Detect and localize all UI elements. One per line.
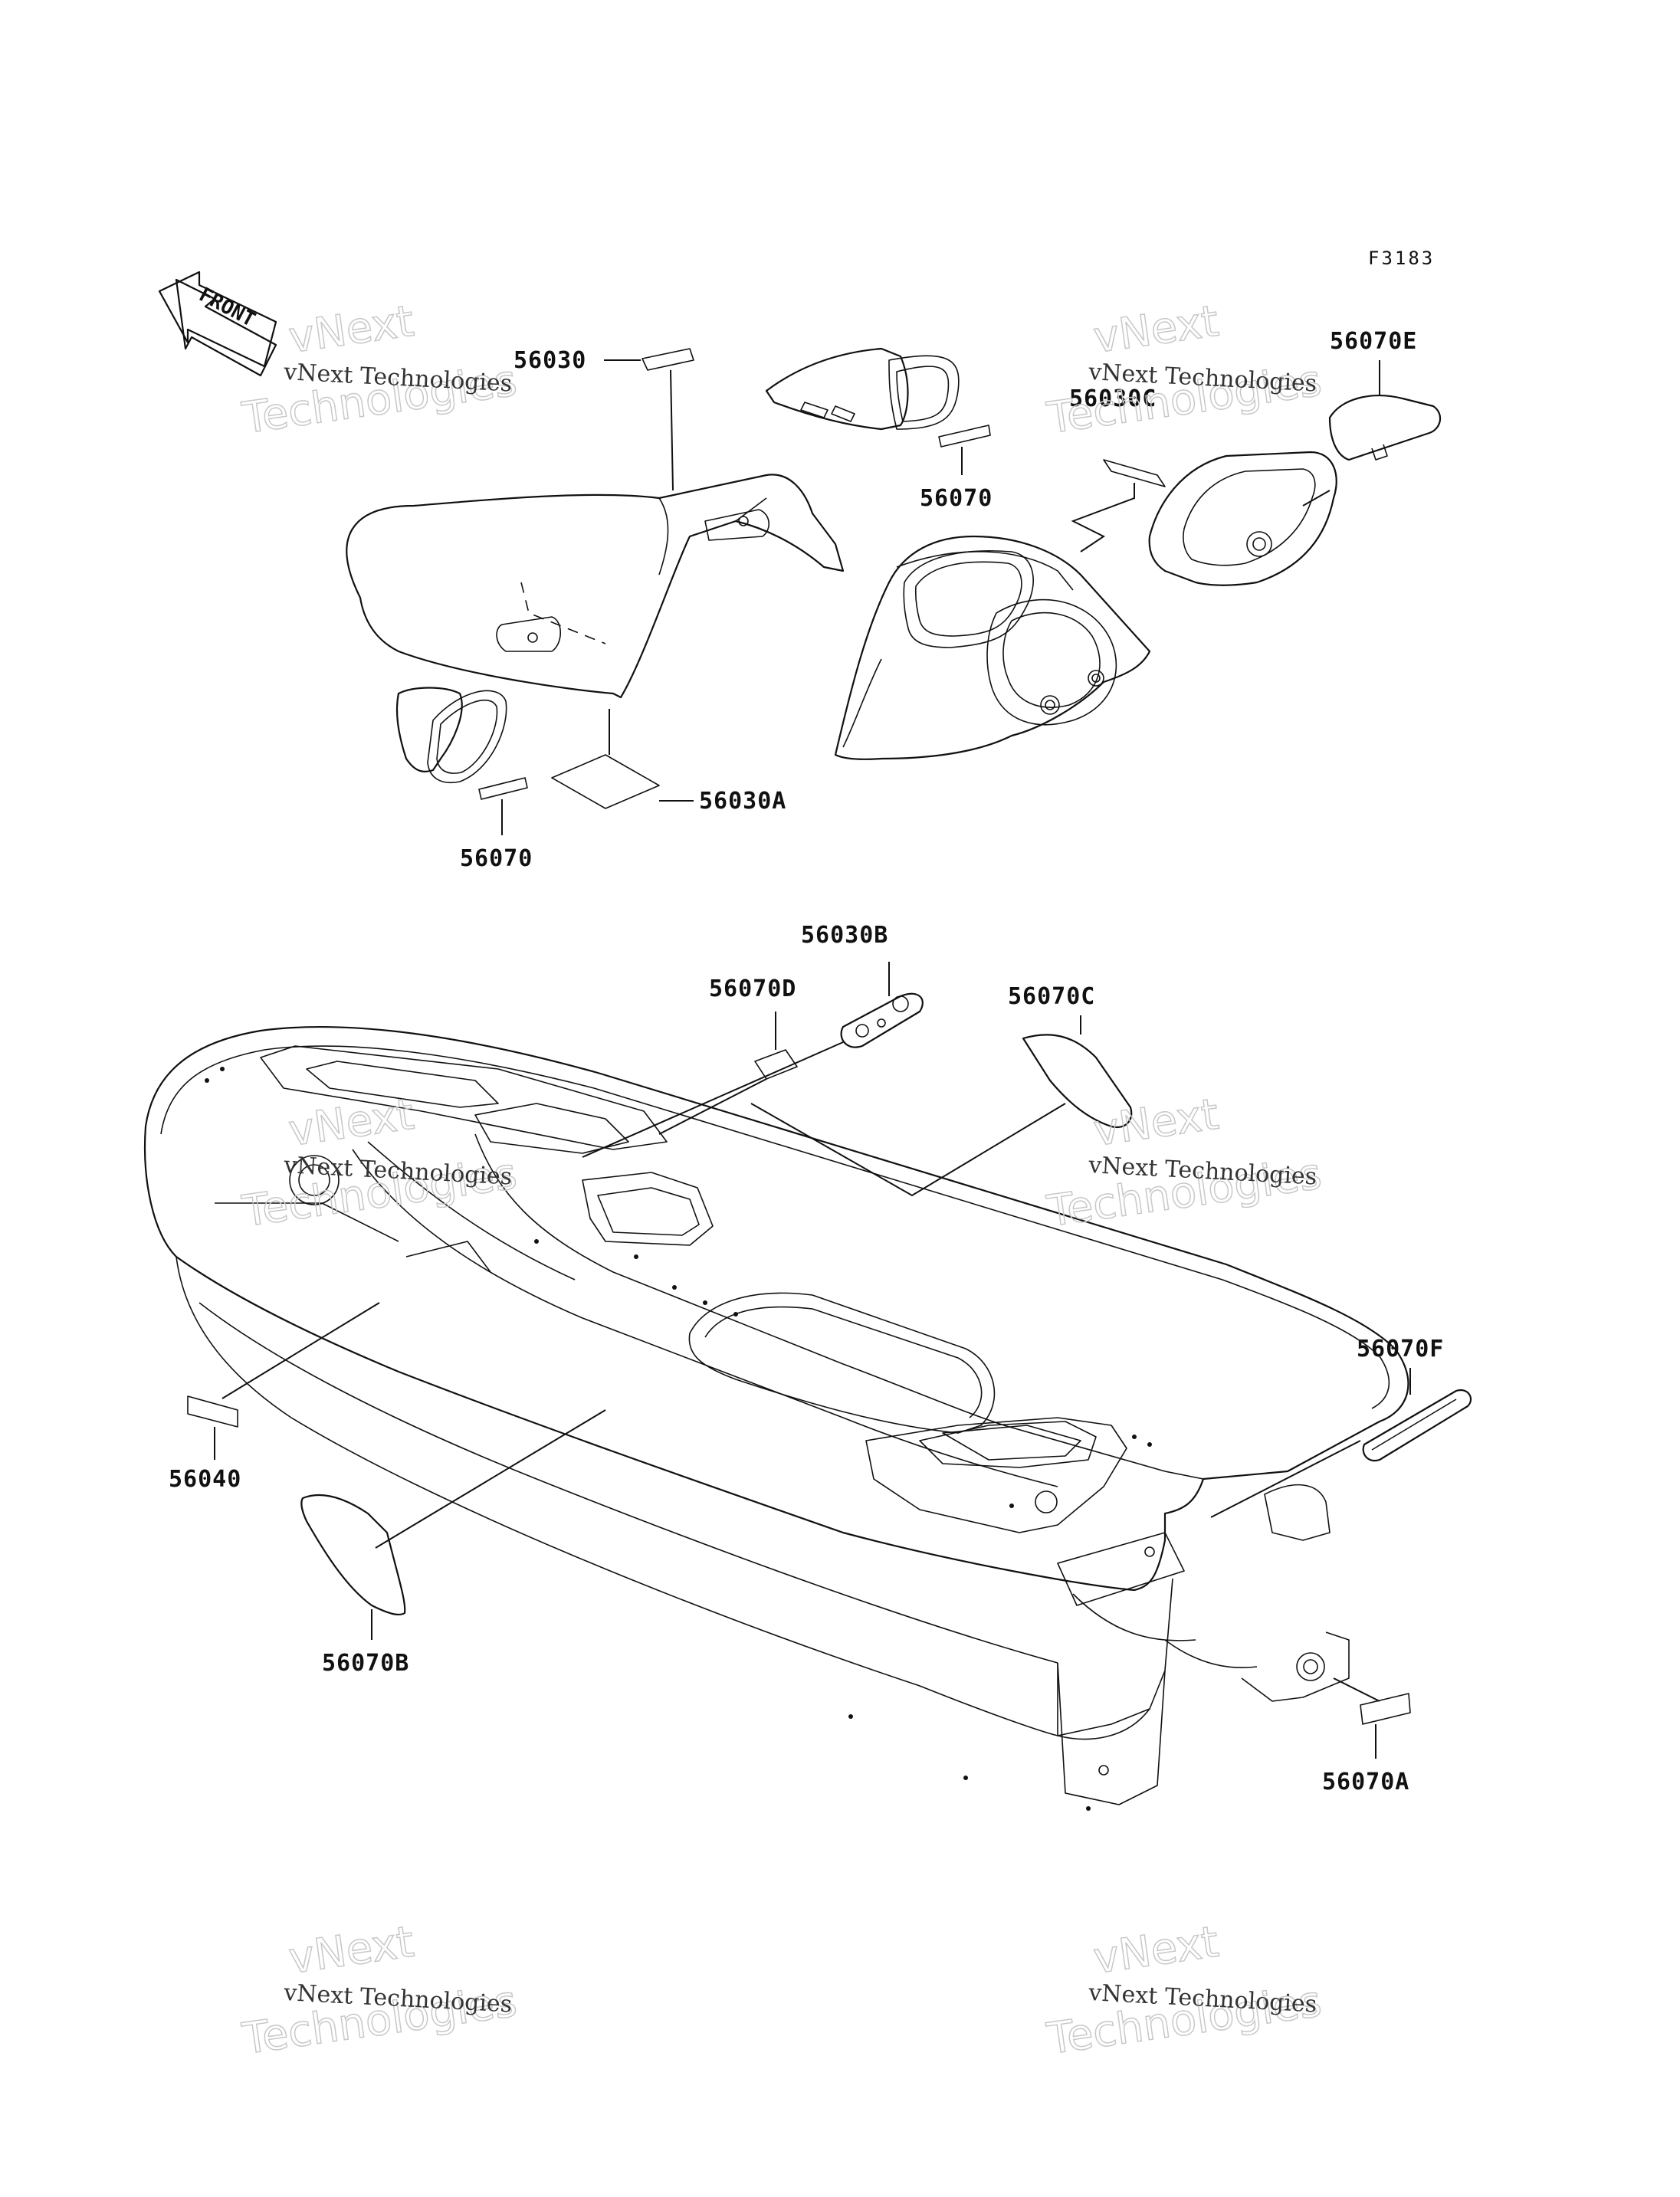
decal-56070B bbox=[300, 1494, 406, 1616]
watermark-6: vNext Technologies vNext Technologies bbox=[1043, 1917, 1325, 2065]
front-arrow-icon: FRONT bbox=[158, 271, 277, 377]
mirror-left bbox=[395, 687, 507, 783]
svg-text:vNext: vNext bbox=[1091, 1090, 1222, 1156]
watermark-2: vNext Technologies vNext Technologies bbox=[1043, 296, 1325, 444]
decal-56070D bbox=[754, 1049, 798, 1080]
label-56070B: 56070B bbox=[322, 1650, 409, 1677]
label-56070A: 56070A bbox=[1322, 1769, 1409, 1795]
engine-hood bbox=[346, 474, 845, 699]
hull bbox=[143, 1026, 1409, 1811]
storage-tray bbox=[1148, 451, 1337, 586]
label-56070-left: 56070 bbox=[460, 845, 533, 872]
label-56040: 56040 bbox=[169, 1466, 241, 1493]
label-56070-top: 56070 bbox=[920, 485, 993, 512]
decal-56070F bbox=[1362, 1389, 1472, 1462]
label-56070D: 56070D bbox=[709, 976, 796, 1002]
svg-text:vNext: vNext bbox=[1091, 1917, 1222, 1984]
watermark-1: vNext Technologies vNext Technologies bbox=[238, 296, 520, 444]
decal-56070-top bbox=[938, 425, 991, 448]
label-56030B: 56030B bbox=[801, 922, 888, 949]
decal-56040 bbox=[187, 1395, 238, 1428]
label-56030A: 56030A bbox=[699, 788, 786, 815]
decal-56070A bbox=[1360, 1693, 1411, 1725]
label-56070E: 56070E bbox=[1330, 328, 1417, 355]
decal-56030A bbox=[551, 754, 660, 809]
decal-56030B bbox=[840, 992, 924, 1048]
svg-text:vNext: vNext bbox=[1091, 297, 1222, 363]
label-56070F: 56070F bbox=[1357, 1336, 1444, 1362]
diagram-code: F3183 bbox=[1368, 248, 1435, 269]
decal-56030C bbox=[1103, 459, 1166, 487]
label-56070C: 56070C bbox=[1008, 983, 1095, 1010]
svg-text:vNext: vNext bbox=[286, 297, 417, 363]
watermark-3: vNext Technologies vNext Technologies bbox=[238, 1089, 520, 1238]
handlebar-cover bbox=[834, 535, 1151, 760]
label-56030C: 56030C bbox=[1069, 385, 1157, 412]
decal-56070C bbox=[1022, 1034, 1133, 1129]
watermark-4: vNext Technologies vNext Technologies bbox=[1043, 1089, 1325, 1238]
svg-text:vNext: vNext bbox=[286, 1090, 417, 1156]
decal-56070-left bbox=[478, 777, 528, 800]
decal-56070E bbox=[1328, 395, 1442, 461]
mirror-upper bbox=[765, 347, 960, 431]
label-56030: 56030 bbox=[514, 347, 586, 374]
decal-56030 bbox=[641, 348, 694, 371]
watermark-5: vNext Technologies vNext Technologies bbox=[238, 1917, 520, 2065]
svg-text:vNext: vNext bbox=[286, 1917, 417, 1984]
